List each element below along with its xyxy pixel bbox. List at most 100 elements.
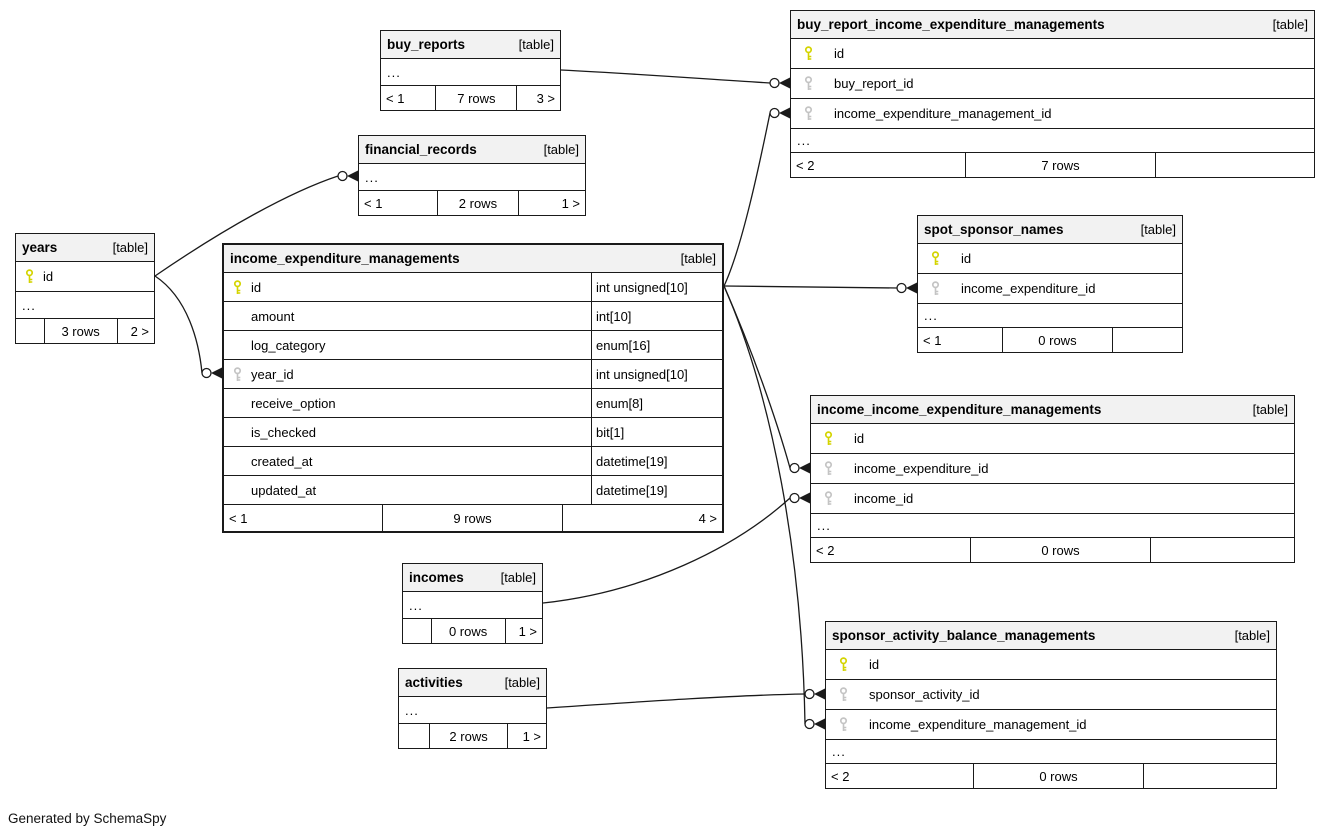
table-footer: < 1 7 rows 3 > <box>381 86 560 110</box>
relationship-endpoint-circle <box>804 688 815 700</box>
table-footer: < 2 0 rows <box>826 764 1276 788</box>
relationship-line <box>542 497 791 604</box>
foreign-key-icon <box>823 491 834 506</box>
relationship-line <box>154 275 203 374</box>
footer-row-count: 3 rows <box>43 319 117 343</box>
column-name: created_at <box>251 453 313 469</box>
column-type: datetime[19] <box>591 447 722 475</box>
column-name: income_expenditure_id <box>854 461 989 476</box>
column-type: enum[8] <box>591 389 722 417</box>
table-name: years <box>22 240 58 255</box>
table-footer: 2 rows 1 > <box>399 724 546 748</box>
foreign-key-icon <box>803 106 814 121</box>
table-header-buy_report_income_expenditure_managements[interactable]: buy_report_income_expenditure_management… <box>791 11 1314 39</box>
ellipsis-text: ... <box>797 133 811 148</box>
ellipsis-row: ... <box>811 514 1294 538</box>
relationship-line <box>723 285 806 725</box>
table-header-buy_reports[interactable]: buy_reports [table] <box>381 31 560 59</box>
table-footer: < 1 2 rows 1 > <box>359 191 585 215</box>
foreign-key-icon <box>803 76 814 91</box>
table-header-income_expenditure_managements[interactable]: income_expenditure_managements [table] <box>224 245 722 273</box>
foreign-key-icon <box>838 717 849 732</box>
footer-children: 1 > <box>504 619 543 643</box>
column-name: id <box>854 431 865 446</box>
table-financial_records: financial_records [table] ... < 1 2 rows… <box>358 135 586 216</box>
table-header-financial_records[interactable]: financial_records [table] <box>359 136 585 164</box>
ellipsis-row: ... <box>16 292 154 319</box>
ellipsis-row: ... <box>381 59 560 86</box>
table-header-activities[interactable]: activities [table] <box>399 669 546 697</box>
ellipsis-row: ... <box>403 592 542 619</box>
relationship-arrowhead <box>814 688 825 700</box>
table-header-years[interactable]: years [table] <box>16 234 154 262</box>
ellipsis-row: ... <box>399 697 546 724</box>
table-type-label: [table] <box>1234 628 1270 643</box>
footer-parents: < 2 <box>816 542 835 558</box>
footer-parents: < 1 <box>364 195 383 211</box>
primary-key-icon <box>803 46 814 61</box>
primary-key-icon <box>232 279 243 295</box>
column-row: log_category enum[16] <box>224 331 722 360</box>
column-name: log_category <box>251 337 326 353</box>
table-header-sponsor_activity_balance_managements[interactable]: sponsor_activity_balance_managements [ta… <box>826 622 1276 650</box>
table-footer: < 2 0 rows <box>811 538 1294 562</box>
column-row: income_expenditure_management_id <box>791 99 1314 129</box>
table-footer: 0 rows 1 > <box>403 619 542 643</box>
table-header-income_income_expenditure_managements[interactable]: income_income_expenditure_managements [t… <box>811 396 1294 424</box>
primary-key-icon <box>930 251 941 266</box>
footer-row-count: 0 rows <box>1002 328 1111 352</box>
relationship-arrowhead <box>779 77 790 89</box>
footer-row-count: 2 rows <box>437 191 517 215</box>
footer-children: 3 > <box>516 86 560 110</box>
foreign-key-icon <box>930 281 941 296</box>
table-name: financial_records <box>365 142 477 157</box>
column-name: income_expenditure_management_id <box>834 106 1052 121</box>
column-name: id <box>834 46 845 61</box>
relationship-arrowhead <box>906 282 917 294</box>
column-name: id <box>251 279 262 295</box>
table-name: buy_report_income_expenditure_management… <box>797 17 1105 32</box>
primary-key-icon <box>823 431 834 446</box>
table-type-label: [table] <box>518 37 554 52</box>
column-name: id <box>869 657 880 672</box>
column-row: amount int[10] <box>224 302 722 331</box>
table-activities: activities [table] ... 2 rows 1 > <box>398 668 547 749</box>
column-name: sponsor_activity_id <box>869 687 980 702</box>
relationship-line <box>723 112 771 287</box>
footer-row-count: 7 rows <box>435 86 516 110</box>
ellipsis-row: ... <box>359 164 585 191</box>
relationship-endpoint-circle <box>789 462 800 474</box>
table-sponsor_activity_balance_managements: sponsor_activity_balance_managements [ta… <box>825 621 1277 789</box>
table-header-spot_sponsor_names[interactable]: spot_sponsor_names [table] <box>918 216 1182 244</box>
column-name: income_expenditure_id <box>961 281 1096 296</box>
footer-parents: < 2 <box>831 768 850 784</box>
table-footer: < 1 0 rows <box>918 328 1182 352</box>
relationship-endpoint-circle <box>804 718 815 730</box>
generator-note: Generated by SchemaSpy <box>8 811 167 826</box>
table-name: incomes <box>409 570 464 585</box>
footer-parents <box>16 319 44 343</box>
footer-row-count: 0 rows <box>973 764 1142 788</box>
table-footer: < 1 9 rows 4 > <box>224 505 722 531</box>
footer-row-count: 2 rows <box>428 724 508 748</box>
footer-row-count: 7 rows <box>965 153 1154 177</box>
table-header-incomes[interactable]: incomes [table] <box>403 564 542 592</box>
column-name: is_checked <box>251 424 317 440</box>
table-type-label: [table] <box>504 675 540 690</box>
table-type-label: [table] <box>500 570 536 585</box>
column-row: is_checked bit[1] <box>224 418 722 447</box>
footer-children: 1 > <box>517 191 585 215</box>
footer-parents <box>399 724 429 748</box>
table-footer: 3 rows 2 > <box>16 319 154 343</box>
relationship-arrowhead <box>779 107 790 119</box>
ellipsis-text: ... <box>365 169 379 185</box>
column-row: id <box>918 244 1182 274</box>
table-name: sponsor_activity_balance_managements <box>832 628 1096 643</box>
column-type: bit[1] <box>591 418 722 446</box>
footer-children <box>1111 328 1182 352</box>
column-type: enum[16] <box>591 331 722 359</box>
relationship-arrowhead <box>814 718 825 730</box>
table-name: buy_reports <box>387 37 466 52</box>
